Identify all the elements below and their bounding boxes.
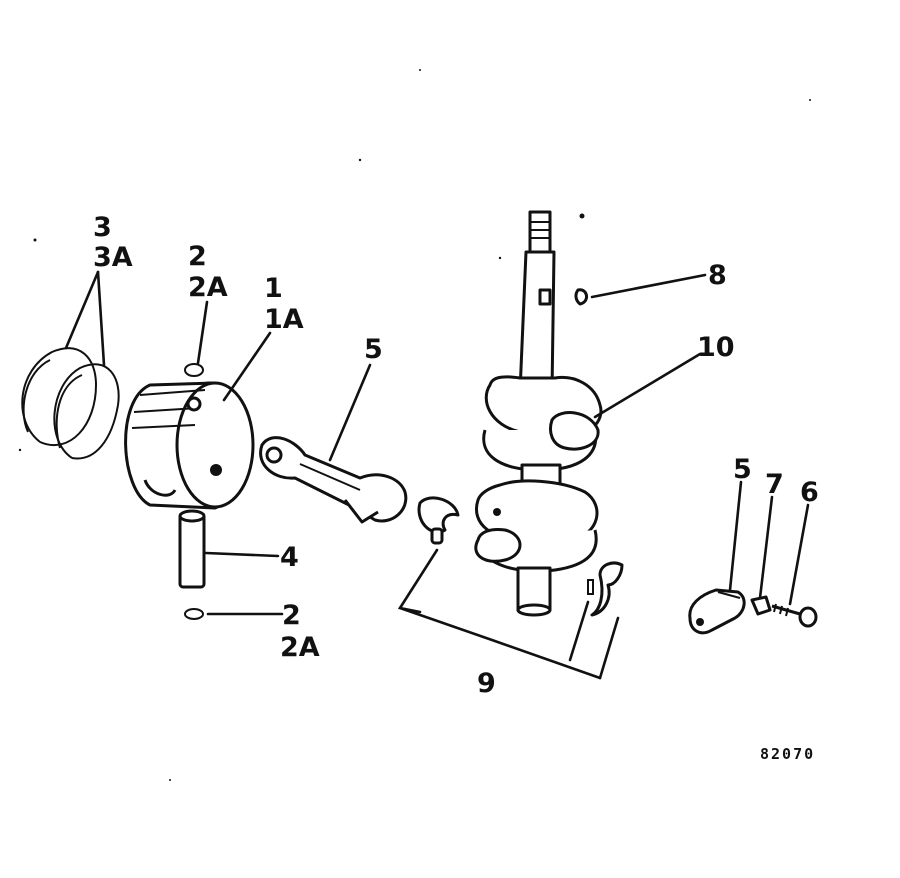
label-clip-top-alt: 2A [188, 272, 228, 303]
rod-cap [688, 588, 746, 635]
piston-rings [21, 347, 120, 460]
figure-code: 82070 [760, 745, 815, 763]
label-key: 8 [708, 260, 727, 291]
label-rod: 5 [364, 334, 383, 365]
bearing-halves [417, 496, 624, 617]
piston-pin [178, 509, 206, 589]
piston [124, 381, 255, 510]
label-rings: 3 [93, 212, 112, 243]
label-clip-bottom-alt: 2A [280, 632, 320, 663]
cap-screw [771, 603, 818, 628]
crankshaft [474, 210, 603, 617]
label-pin: 4 [280, 542, 299, 573]
label-clip-top: 2 [188, 241, 207, 272]
label-rings-alt: 3A [93, 242, 133, 273]
callout-labels: 3 3A 2 2A 1 1A 5 4 2 2A 8 10 9 5 7 6 [93, 212, 819, 699]
label-piston-alt: 1A [264, 304, 304, 335]
label-piston: 1 [264, 273, 283, 304]
piston-pin-clip-top [184, 363, 204, 377]
connecting-rod [259, 436, 408, 524]
label-crankshaft: 10 [697, 332, 735, 363]
woodruff-key [574, 288, 588, 306]
label-clip-bottom: 2 [282, 600, 301, 631]
label-lock: 7 [765, 469, 784, 500]
background-speckles [18, 69, 811, 781]
lock-plate [750, 595, 772, 616]
label-bearings: 9 [477, 668, 496, 699]
piston-pin-clip-bottom [184, 608, 204, 620]
leader-lines [64, 270, 810, 680]
label-cap: 5 [733, 454, 752, 485]
label-screw: 6 [800, 477, 819, 508]
